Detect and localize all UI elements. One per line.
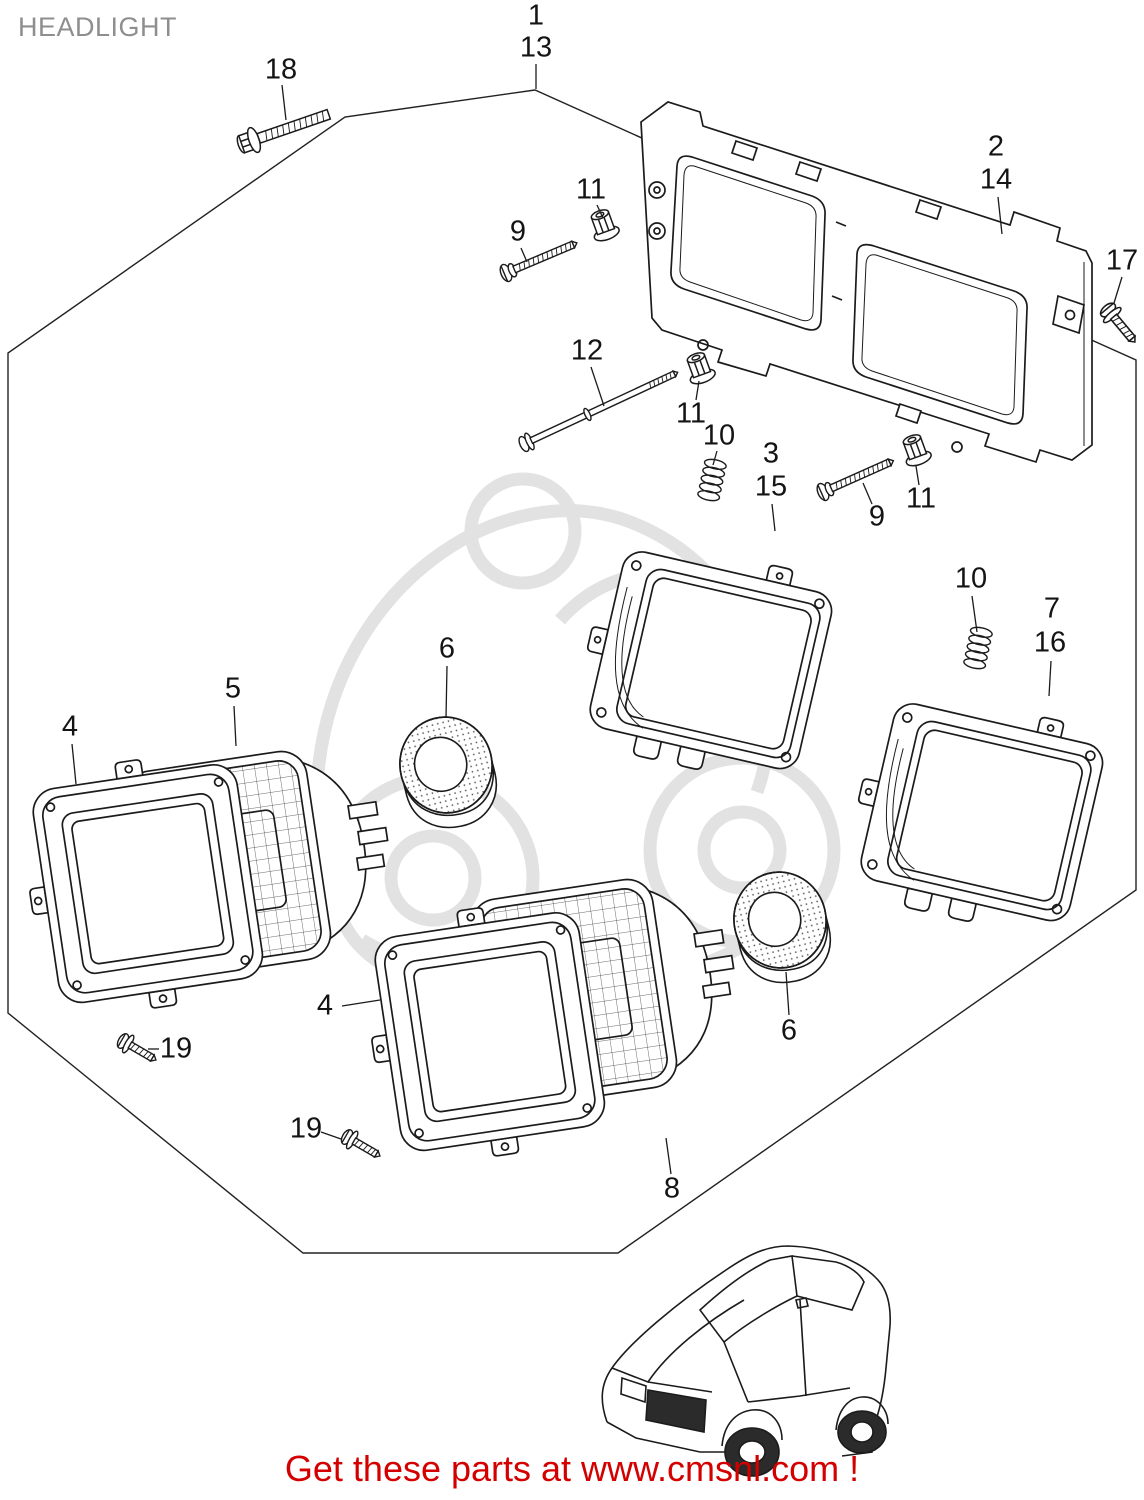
leader-lines: [71, 64, 1123, 1175]
page-title: HEADLIGHT: [18, 12, 178, 42]
part-case-7-16: [836, 679, 1111, 944]
part-screw-9-lower: [814, 451, 898, 503]
part-screw-19-b: [337, 1125, 386, 1166]
part-nut-11-a: [585, 205, 622, 245]
part-nut-11-c: [897, 430, 934, 470]
part-rim-4-left: [11, 744, 269, 1025]
part-panel-2-14: [640, 101, 1093, 464]
part-bolt-18: [236, 108, 332, 154]
part-rim-4-right: [353, 892, 611, 1173]
part-spring-10-a: [696, 456, 728, 504]
part-grommet-6-upper: [388, 706, 507, 839]
car-thumbnail: [601, 1245, 891, 1477]
part-spring-10-b: [962, 624, 994, 672]
diagram-border: [7, 89, 1137, 1254]
part-screw-17: [1095, 298, 1144, 350]
footer-link[interactable]: Get these parts at www.cmsnl.com !: [284, 1448, 860, 1489]
part-screw-9-upper: [497, 233, 582, 284]
part-case-3-15: [565, 527, 840, 792]
part-stud-12: [518, 370, 679, 453]
part-nut-11-b: [681, 348, 718, 388]
